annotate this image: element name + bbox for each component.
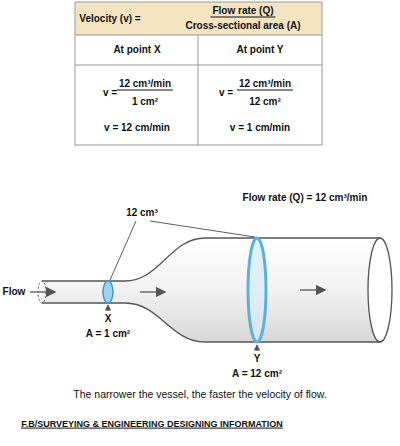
column-heading: At point X (113, 44, 160, 56)
leader-line (150, 221, 255, 237)
watermark: F.B/SURVEYING & ENGINEERING DESIGNING IN… (21, 419, 283, 430)
leader-line (110, 221, 136, 280)
vessel-end (368, 238, 392, 342)
fraction-denominator: Cross-sectional area (A) (185, 20, 300, 32)
result-value: v = 1 cm/min (230, 122, 290, 134)
flow-arrow (300, 289, 325, 290)
formula-label: Velocity (v) = (79, 13, 140, 25)
volume-label: 12 cm³ (126, 207, 158, 219)
pointer-arrow (108, 305, 109, 311)
fraction-numerator: 12 cm³/min (237, 78, 293, 91)
vessel-wall (42, 238, 380, 281)
area-label: A = 12 cm² (232, 368, 282, 380)
formula-label: v = (103, 87, 117, 99)
table-rule (198, 35, 199, 145)
pointer-arrow (257, 345, 258, 351)
formula-label: v = (219, 87, 233, 99)
flow-rate-label: Flow rate (Q) = 12 cm³/min (243, 192, 368, 204)
table-header (75, 2, 322, 35)
vessel-fill (42, 238, 380, 342)
fraction-denominator: 1 cm² (132, 96, 158, 108)
point-label: X (105, 313, 112, 325)
cross-section-y (248, 238, 266, 342)
vessel-wall (42, 303, 380, 342)
fraction-numerator: Flow rate (Q) (210, 5, 275, 18)
caption: The narrower the vessel, the faster the … (73, 388, 326, 401)
table-border (75, 2, 322, 145)
cross-section-x (103, 281, 113, 303)
flow-label: Flow (3, 286, 26, 298)
fraction-numerator: 12 cm³/min (117, 78, 173, 91)
area-label: A = 1 cm² (86, 328, 130, 340)
column-heading: At point Y (236, 44, 283, 56)
result-value: v = 12 cm/min (104, 122, 170, 134)
flow-arrow (140, 291, 165, 292)
flow-arrow (30, 291, 55, 292)
point-label: Y (254, 353, 261, 365)
fraction-denominator: 12 cm² (249, 96, 281, 108)
